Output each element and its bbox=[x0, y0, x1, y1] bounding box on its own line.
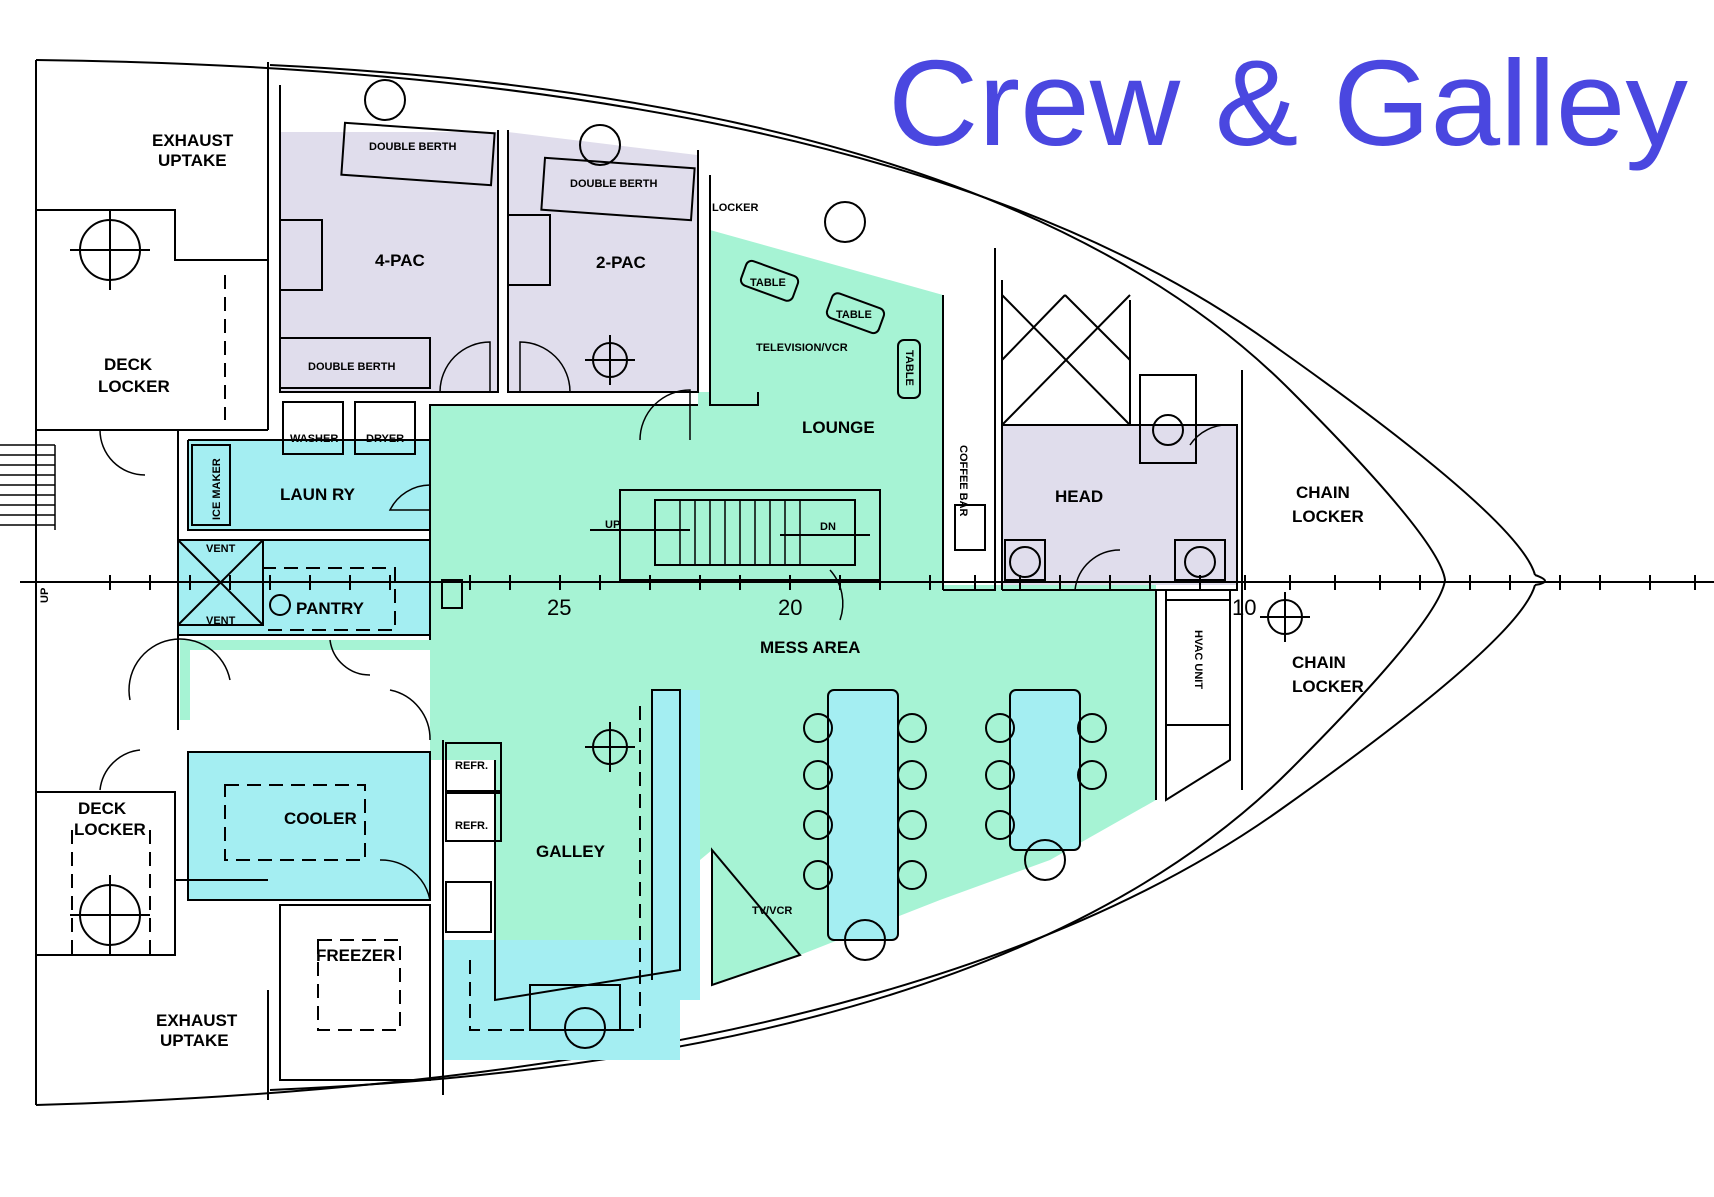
label-stair-dn: DN bbox=[820, 521, 836, 533]
label-laundry: LAUN RY bbox=[280, 485, 356, 504]
label-stair-up: UP bbox=[605, 519, 620, 531]
mess-seating bbox=[269, 79, 1107, 1049]
label-table-2: TABLE bbox=[836, 309, 872, 321]
label-deck-locker-bot-1: DECK bbox=[78, 799, 127, 818]
label-cabin-2pac: 2-PAC bbox=[596, 253, 646, 272]
label-pantry: PANTRY bbox=[296, 599, 365, 618]
label-table-3: TABLE bbox=[903, 350, 915, 386]
fixtures bbox=[177, 121, 1226, 1031]
label-chain-locker-1b: LOCKER bbox=[1292, 507, 1364, 526]
label-berth-3: DOUBLE BERTH bbox=[308, 361, 395, 373]
label-mess-area: MESS AREA bbox=[760, 638, 860, 657]
label-chain-locker-2a: CHAIN bbox=[1292, 653, 1346, 672]
label-table-1: TABLE bbox=[750, 277, 786, 289]
dashed-outlines bbox=[71, 275, 641, 1031]
label-exhaust-top-1: EXHAUST bbox=[152, 131, 234, 150]
label-exhaust-top-2: UPTAKE bbox=[158, 151, 227, 170]
label-chain-locker-2b: LOCKER bbox=[1292, 677, 1364, 696]
page-title: Crew & Galley bbox=[888, 35, 1688, 171]
label-berth-2: DOUBLE BERTH bbox=[570, 178, 657, 190]
label-freezer: FREEZER bbox=[316, 946, 395, 965]
label-cabin-4pac: 4-PAC bbox=[375, 251, 425, 270]
label-tv-vcr-bot: TV/VCR bbox=[752, 905, 792, 917]
label-coffee-bar: COFFEE BAR bbox=[957, 445, 969, 517]
walls bbox=[35, 60, 1243, 1105]
label-exhaust-bot-2: UPTAKE bbox=[160, 1031, 229, 1050]
label-locker: LOCKER bbox=[712, 202, 759, 214]
label-cooler: COOLER bbox=[284, 809, 357, 828]
label-chain-locker-1a: CHAIN bbox=[1296, 483, 1350, 502]
label-head: HEAD bbox=[1055, 487, 1103, 506]
crosshair-markers bbox=[70, 210, 1310, 955]
label-up-side: UP bbox=[39, 588, 51, 603]
label-deck-locker-top-1: DECK bbox=[104, 355, 153, 374]
label-exhaust-bot-1: EXHAUST bbox=[156, 1011, 238, 1030]
frame-10: 10 bbox=[1232, 595, 1256, 620]
label-refr-1: REFR. bbox=[455, 760, 488, 772]
centerline bbox=[20, 575, 1714, 590]
room-labels: EXHAUST UPTAKE DECK LOCKER 4-PAC 2-PAC D… bbox=[39, 131, 1364, 1050]
label-dryer: DRYER bbox=[366, 433, 404, 445]
label-refr-2: REFR. bbox=[455, 820, 488, 832]
zone-fills bbox=[178, 132, 1237, 1060]
label-deck-locker-top-2: LOCKER bbox=[98, 377, 170, 396]
frame-numbers: 25 20 10 bbox=[547, 595, 1256, 620]
label-washer: WASHER bbox=[290, 433, 338, 445]
label-galley: GALLEY bbox=[536, 842, 606, 861]
label-ice-maker: ICE MAKER bbox=[211, 458, 223, 520]
label-berth-1: DOUBLE BERTH bbox=[369, 141, 456, 153]
label-lounge: LOUNGE bbox=[802, 418, 875, 437]
label-deck-locker-bot-2: LOCKER bbox=[74, 820, 146, 839]
frame-25: 25 bbox=[547, 595, 571, 620]
label-hvac: HVAC UNIT bbox=[1192, 630, 1204, 689]
label-vent-1: VENT bbox=[206, 543, 236, 555]
door-swings bbox=[99, 341, 1231, 901]
label-vent-2: VENT bbox=[206, 615, 236, 627]
frame-20: 20 bbox=[778, 595, 802, 620]
hull-outline bbox=[35, 59, 1546, 1106]
label-tv-vcr-top: TELEVISION/VCR bbox=[756, 342, 848, 354]
stairwell bbox=[0, 444, 881, 581]
